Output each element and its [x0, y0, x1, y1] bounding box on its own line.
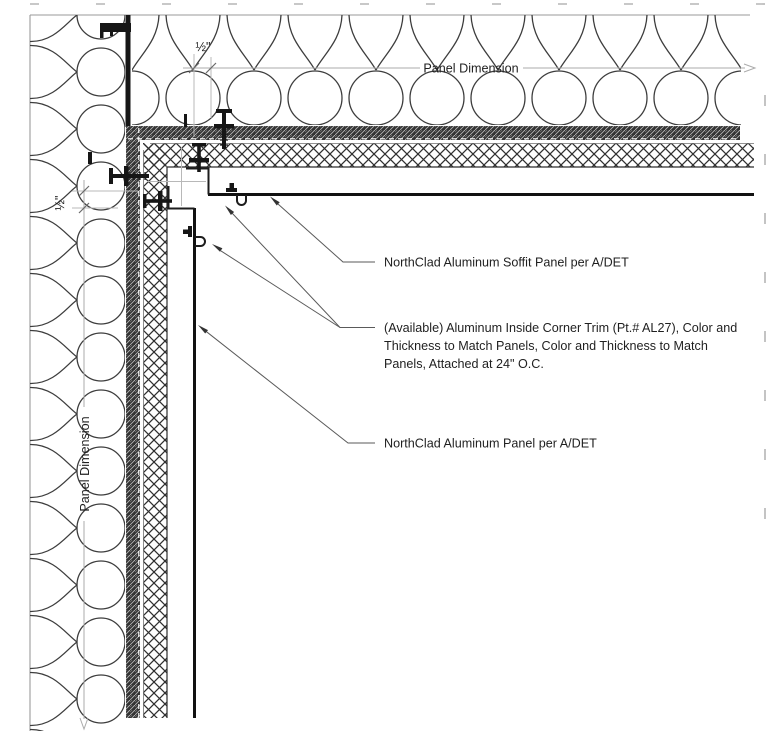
- leader-wall-panel: NorthClad Aluminum Panel per A/DET: [198, 325, 597, 451]
- soffit-sheathing: [126, 126, 740, 140]
- wall-framing-line: [100, 15, 131, 127]
- trim-step-wall: [167, 186, 195, 210]
- panel-dimension-vertical: Panel Dimension: [78, 416, 92, 731]
- joint-pin-left: [88, 152, 92, 164]
- trim-fastener-soffit: [226, 183, 237, 192]
- soffit-screw-inner: [189, 143, 209, 172]
- panel-dimension-vertical-text: Panel Dimension: [78, 416, 92, 511]
- callout-corner-trim-line2: Thickness to Match Panels, Color and Thi…: [384, 339, 708, 353]
- leader-corner-trim: (Available) Aluminum Inside Corner Trim …: [212, 205, 737, 371]
- trim-step-soffit: [186, 167, 210, 195]
- dimension-wall-reveal: ½": [53, 180, 138, 407]
- wall-batt-insulation: [30, 15, 125, 731]
- wall-rigid-insulation: [143, 143, 167, 718]
- trim-fastener-wall: [183, 226, 192, 237]
- callout-soffit-panel: NorthClad Aluminum Soffit Panel per A/DE…: [384, 256, 629, 270]
- soffit-screw-outer: [214, 109, 234, 149]
- top-track: [100, 23, 131, 32]
- wall-screw-inner: [143, 191, 172, 211]
- joint-pin-top: [184, 114, 187, 127]
- wall-sheathing: [126, 126, 140, 718]
- dimension-soffit-reveal: ½": [183, 40, 420, 137]
- panel-dimension-horizontal: Panel Dimension: [423, 62, 757, 76]
- callout-wall-panel: NorthClad Aluminum Panel per A/DET: [384, 437, 597, 451]
- panel-dimension-horizontal-text: Panel Dimension: [423, 62, 518, 76]
- callout-corner-trim-line1: (Available) Aluminum Inside Corner Trim …: [384, 321, 737, 335]
- wall-reveal-dimension-text: ½": [53, 196, 67, 211]
- sheathing-bands: [126, 126, 740, 718]
- soffit-reveal-dimension-text: ½": [196, 40, 211, 54]
- soffit-rigid-insulation: [143, 143, 754, 167]
- top-batt-insulation: [132, 15, 741, 125]
- callout-corner-trim-line3: Panels, Attached at 24" O.C.: [384, 357, 544, 371]
- wall-screw-outer: [109, 166, 149, 186]
- corner-trim: [167, 167, 247, 247]
- corner-centerlines: [147, 147, 206, 206]
- soffit-panel-hem: [236, 195, 247, 206]
- rigid-insulation-bands: [143, 143, 754, 718]
- leader-soffit-panel: NorthClad Aluminum Soffit Panel per A/DE…: [270, 196, 629, 270]
- wall-panel-hem: [195, 236, 206, 247]
- fasteners: [88, 109, 234, 211]
